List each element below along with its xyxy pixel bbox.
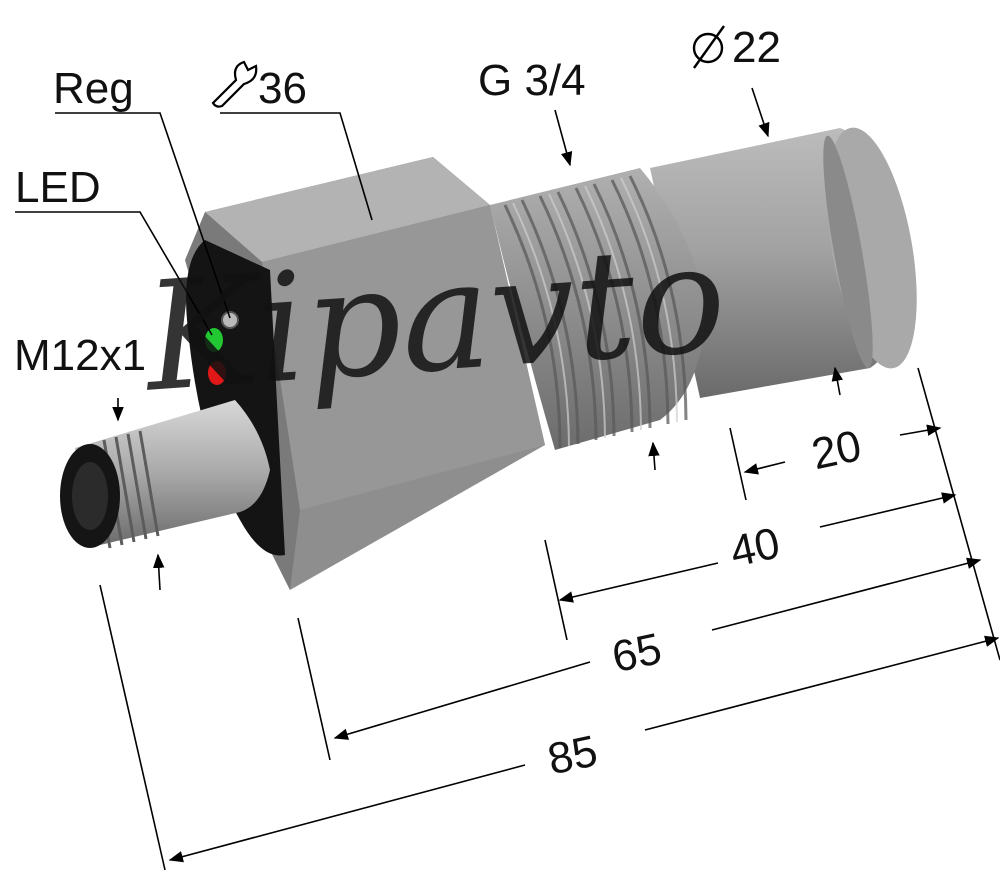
- dim-40: 40: [726, 519, 784, 577]
- sensor-body: [60, 127, 917, 590]
- dim-85: 85: [544, 726, 602, 784]
- led-green: [205, 328, 223, 352]
- dimension-lines: [99, 367, 1000, 871]
- dim-65: 65: [608, 624, 666, 682]
- sensor-tip: [650, 127, 917, 398]
- label-connector: M12x1: [14, 331, 146, 380]
- thread-section: [490, 168, 705, 450]
- led-red: [208, 361, 226, 385]
- label-diameter: 22: [692, 23, 781, 72]
- diameter-icon: [692, 25, 725, 69]
- indicator-panel: [205, 311, 239, 385]
- watermark: Kipavto: [137, 211, 732, 425]
- label-led: LED: [15, 163, 101, 212]
- leader-lines: [15, 87, 844, 591]
- m12-connector: [60, 400, 270, 549]
- label-wrench-size: 36: [211, 60, 307, 113]
- dimension-values: 20 40 65 85: [544, 421, 866, 784]
- label-thread: G 3/4: [478, 56, 586, 105]
- regulator-knob[interactable]: [221, 311, 239, 329]
- svg-text:22: 22: [732, 23, 781, 72]
- svg-text:36: 36: [258, 64, 307, 113]
- wrench-icon: [211, 60, 258, 108]
- label-reg: Reg: [53, 64, 134, 113]
- callout-labels: Reg LED M12x1 36 G 3/4 22: [14, 23, 781, 380]
- dim-20: 20: [808, 421, 866, 479]
